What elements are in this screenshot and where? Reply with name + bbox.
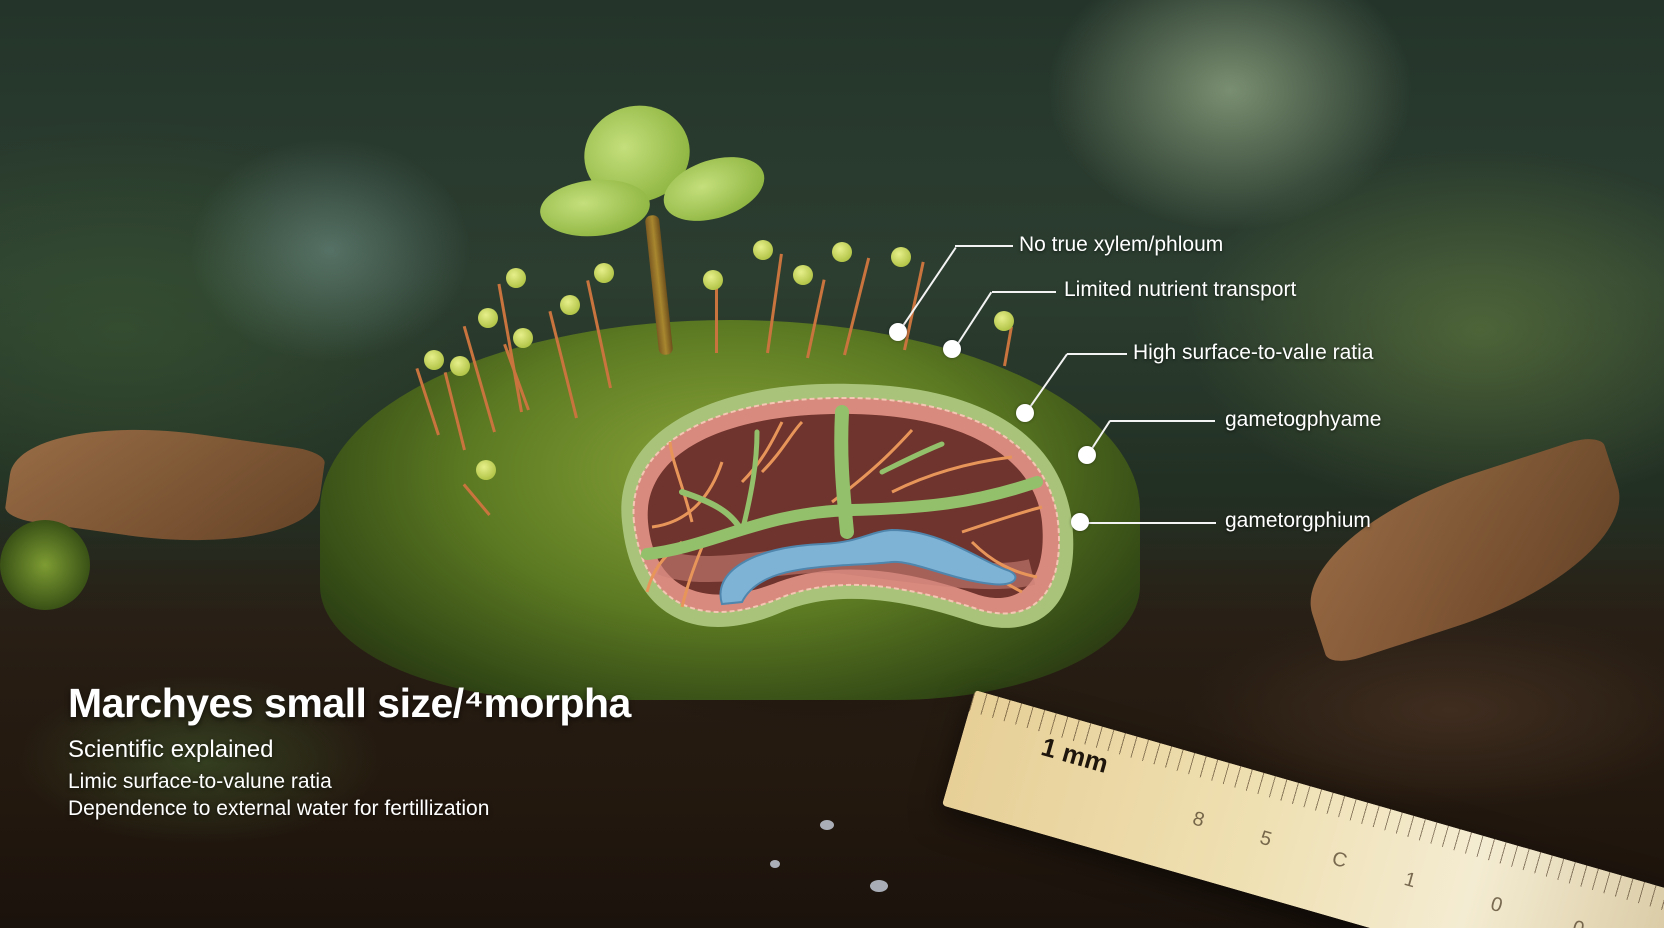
callout-dot: [1078, 446, 1096, 464]
caption-bullet: Limic surface-to-valune ratia: [68, 770, 332, 793]
ruler-unit-label: 1 mm: [1038, 731, 1112, 779]
water-highlight: [870, 880, 888, 892]
ruler-tick-number: 5: [1257, 826, 1275, 852]
callout-dot: [1016, 404, 1034, 422]
moss-clump-left: [0, 520, 90, 610]
callout-dot: [889, 323, 907, 341]
cross-section-diagram: [621, 383, 1074, 628]
caption-title: Marchyes small size/⁴morpha: [68, 680, 631, 726]
callout-dot: [943, 340, 961, 358]
water-highlight: [820, 820, 834, 830]
water-highlight: [770, 860, 780, 868]
callout-label: gametorgphium: [1225, 509, 1371, 532]
ruler-tick-number: 0: [1488, 892, 1505, 918]
callout-label: gametogphyame: [1225, 408, 1382, 431]
callout-dot: [1071, 513, 1089, 531]
callout-label: Limited nutrient transport: [1064, 278, 1297, 301]
caption-bullet: Dependence to external water for fertill…: [68, 797, 490, 820]
callout-label: No true xylem/phloum: [1019, 233, 1224, 256]
caption-subtitle: Scientific explained: [68, 736, 274, 763]
ruler-tick-number: 8: [1190, 807, 1207, 832]
ruler-tick-number: 0: [1570, 916, 1587, 928]
ruler-tick-number: C: [1329, 847, 1350, 873]
ruler-tick-number: 1: [1401, 868, 1419, 893]
callout-label: High surface-to-valıe ratia: [1133, 341, 1374, 364]
